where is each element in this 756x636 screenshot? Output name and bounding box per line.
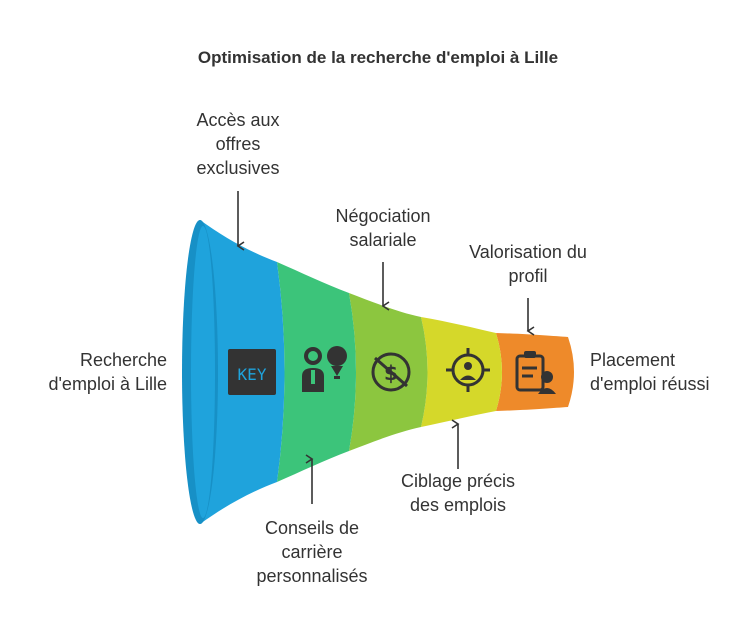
dollar-cycle-icon: $: [371, 352, 411, 392]
stage-label-5: Valorisation du profil: [469, 242, 587, 286]
svg-text:$: $: [384, 361, 398, 385]
advisor-idea-icon: [302, 346, 347, 392]
profile-clipboard-icon: [515, 351, 556, 394]
diagram-title: Optimisation de la recherche d'emploi à …: [197, 48, 559, 67]
funnel-segment-5: [496, 333, 574, 411]
key-icon: KEY: [228, 349, 276, 395]
target-person-icon: [446, 348, 490, 392]
start-label: Recherche d'emploi à Lille: [48, 350, 167, 394]
stage-label-1: Accès aux offres exclusives: [196, 110, 280, 178]
svg-text:KEY: KEY: [238, 365, 267, 384]
funnel-segment-4: [421, 317, 502, 427]
funnel-segment-3: [349, 293, 428, 451]
stage-label-4: Ciblage précis des emplois: [400, 471, 516, 515]
stage-label-2: Conseils de carrière personnalisés: [256, 518, 368, 586]
stage-label-3: Négociation salariale: [335, 206, 431, 250]
end-label: Placement d'emploi réussi: [590, 350, 710, 394]
